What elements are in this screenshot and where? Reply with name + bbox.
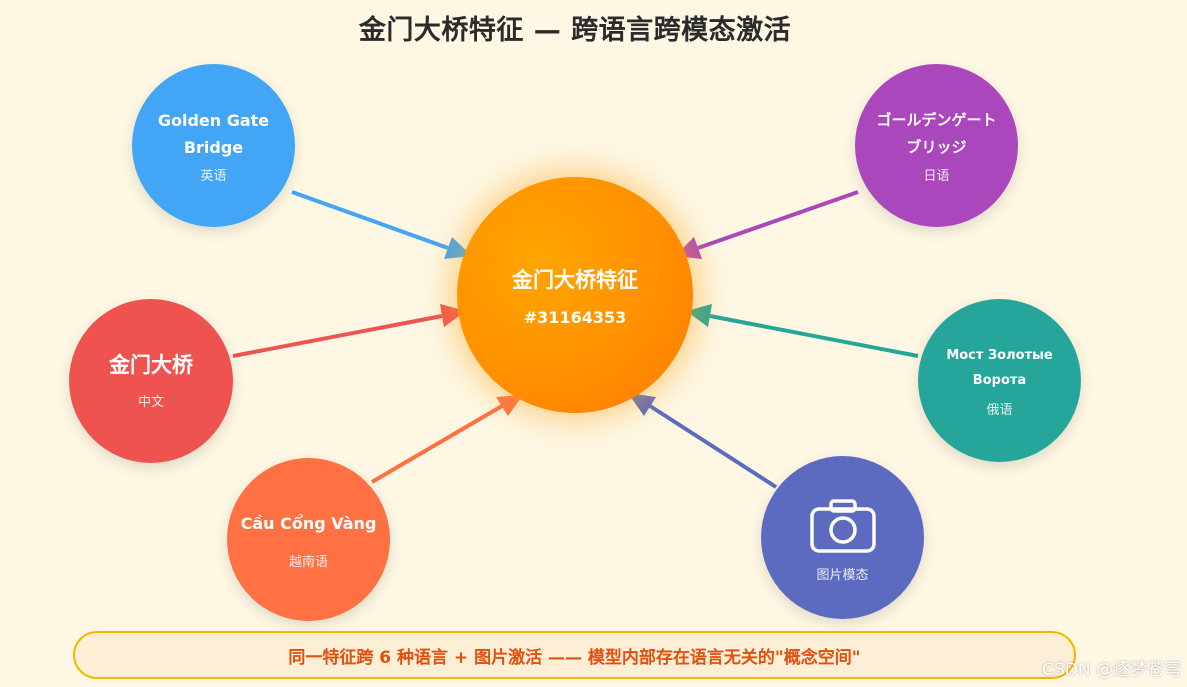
node-japanese-name-line2: ブリッジ xyxy=(906,138,967,156)
node-russian-lang: 俄语 xyxy=(986,403,1013,418)
arrow-chinese xyxy=(232,304,466,358)
node-japanese: ゴールデンゲート ブリッジ 日语 xyxy=(855,64,1018,227)
node-russian-name-line1: Мост Золотые xyxy=(946,348,1053,363)
arrow-english xyxy=(291,190,472,259)
node-image: 图片模态 xyxy=(761,456,924,619)
node-vietnamese: Cầu Cổng Vàng 越南语 xyxy=(227,458,390,621)
arrow-japanese xyxy=(675,190,859,259)
node-image-lang: 图片模态 xyxy=(816,568,869,583)
center-feature-node: 金门大桥特征 #31164353 xyxy=(457,177,693,413)
arrow-russian xyxy=(686,304,919,358)
footer-banner: 同一特征跨 6 种语言 + 图片激活 —— 模型内部存在语言无关的"概念空间" xyxy=(73,631,1076,679)
node-vietnamese-name: Cầu Cổng Vàng xyxy=(240,513,377,533)
arrow-image xyxy=(628,393,778,489)
node-russian-name-line2: Ворота xyxy=(972,373,1027,388)
node-english-name-line1: Golden Gate xyxy=(157,111,270,130)
node-english-lang: 英语 xyxy=(200,169,227,184)
arrow-vietnamese xyxy=(370,395,523,484)
node-english: Golden Gate Bridge 英语 xyxy=(132,64,295,227)
node-chinese-lang: 中文 xyxy=(137,395,164,410)
node-chinese: 金门大桥 中文 xyxy=(69,299,233,463)
node-english-name-line2: Bridge xyxy=(183,138,244,157)
diagram-title: 金门大桥特征 — 跨语言跨模态激活 xyxy=(358,15,792,46)
node-russian: Мост Золотые Ворота 俄语 xyxy=(918,299,1081,462)
camera-icon xyxy=(809,499,876,553)
node-vietnamese-lang: 越南语 xyxy=(288,554,328,570)
node-chinese-name: 金门大桥 xyxy=(109,353,193,377)
center-title: 金门大桥特征 xyxy=(512,267,638,292)
watermark: CSDN @逐梦苍穹 xyxy=(1042,660,1181,680)
center-feature-id: #31164353 xyxy=(523,307,627,327)
node-japanese-name-line1: ゴールデンゲート xyxy=(876,111,997,129)
node-japanese-lang: 日语 xyxy=(923,169,950,184)
